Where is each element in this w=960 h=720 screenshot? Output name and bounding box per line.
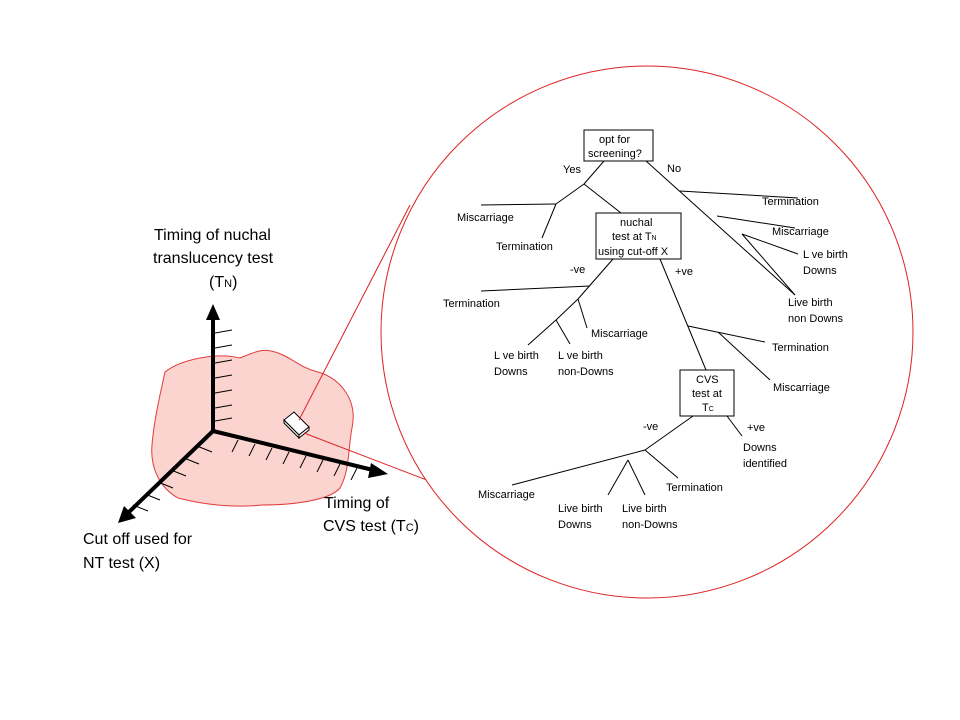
vertical-axis-arrowhead: [206, 304, 220, 320]
downs-identified-line2: identified: [743, 458, 787, 470]
left-axis-label: Cut off used for NT test (X): [83, 531, 193, 572]
right-axis-ticks: [231, 439, 358, 481]
parameter-region: [151, 349, 354, 507]
cvs-termination-label: Termination: [666, 482, 723, 494]
vertical-axis-ticks: [214, 329, 233, 422]
zoom-circle: [380, 65, 914, 599]
nuchal-node-line3: using cut-off X: [598, 246, 669, 258]
pos-miscarriage-label: Miscarriage: [773, 382, 830, 394]
left-axis-arrowhead: [118, 506, 136, 523]
axes: [118, 304, 388, 523]
vertical-axis-label-line1: Timing of nuchal: [154, 227, 271, 244]
no-label: No: [667, 163, 681, 175]
vertical-axis-label-line3: (TN): [209, 274, 237, 291]
cvs-live-downs-line2: Downs: [558, 519, 592, 531]
root-node: [583, 129, 654, 162]
no-miscarriage-label: Miscarriage: [772, 226, 829, 238]
vertical-axis-label-line2: translucency test: [153, 250, 274, 267]
vertical-axis-label: Timing of nuchal translucency test (TN): [153, 227, 274, 291]
right-axis-arrowhead: [368, 463, 388, 478]
nuchal-node-line2: test at TN: [612, 231, 657, 243]
zoom-line-top: [298, 204, 411, 421]
downs-identified-line1: Downs: [743, 442, 777, 454]
cvs-live-non-line2: non-Downs: [622, 519, 678, 531]
no-termination-label: Termination: [762, 196, 819, 208]
neg-live-non-line2: non-Downs: [558, 366, 614, 378]
neg-live-downs-line1: L ve birth: [494, 350, 539, 362]
no-live-downs-line2: Downs: [803, 265, 837, 277]
neg-miscarriage-label: Miscarriage: [591, 328, 648, 340]
decision-tree: opt for screening? Yes No Miscarriage Te…: [443, 129, 848, 531]
cube-icon: [283, 411, 310, 440]
cvs-node-line2: test at: [692, 388, 722, 400]
cvs-positive-label: +ve: [747, 422, 765, 434]
cvs-live-non-line1: Live birth: [622, 503, 667, 515]
no-live-non-line2: non Downs: [788, 313, 844, 325]
nuchal-test-node: [595, 212, 682, 260]
no-live-non-line1: Live birth: [788, 297, 833, 309]
nuchal-positive-label: +ve: [675, 266, 693, 278]
right-axis-label-line1: Timing of: [324, 495, 390, 512]
nuchal-node-line1: nuchal: [620, 217, 652, 229]
neg-live-downs-line2: Downs: [494, 366, 528, 378]
cvs-negative-label: -ve: [643, 421, 658, 433]
cvs-miscarriage-label: Miscarriage: [478, 489, 535, 501]
left-axis-label-line2: NT test (X): [83, 555, 160, 572]
left-axis-label-line1: Cut off used for: [83, 531, 193, 548]
right-axis-label: Timing of CVS test (TC): [323, 495, 419, 535]
cvs-live-downs-line1: Live birth: [558, 503, 603, 515]
right-axis-label-line2: CVS test (TC): [323, 518, 419, 535]
yes-label: Yes: [563, 164, 581, 176]
neg-live-non-line1: L ve birth: [558, 350, 603, 362]
root-node-line2: screening?: [588, 148, 642, 160]
cvs-node-line3: TC: [702, 402, 714, 414]
yes-termination-label: Termination: [496, 241, 553, 253]
neg-termination-label: Termination: [443, 298, 500, 310]
cvs-node-line1: CVS: [696, 374, 719, 386]
yes-miscarriage-label: Miscarriage: [457, 212, 514, 224]
nuchal-negative-label: -ve: [570, 264, 585, 276]
pos-termination-label: Termination: [772, 342, 829, 354]
root-node-line1: opt for: [599, 134, 631, 146]
cvs-test-node: [679, 369, 735, 417]
no-live-downs-line1: L ve birth: [803, 249, 848, 261]
